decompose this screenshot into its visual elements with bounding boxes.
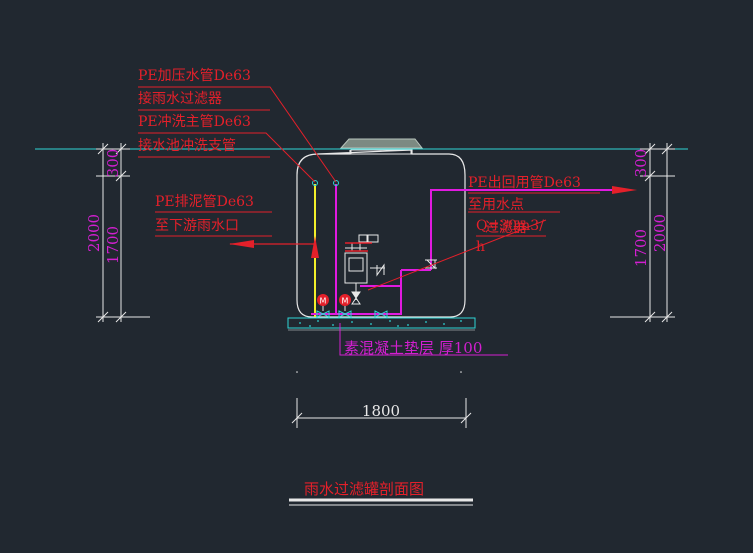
width-dim-1800: 1800 bbox=[362, 402, 400, 420]
pressure-pipe-note: 接雨水过滤器 bbox=[138, 90, 222, 107]
left-dimension-lines bbox=[96, 143, 150, 323]
filter-capacity-a: Q=30m3/ bbox=[476, 218, 544, 234]
mark-dot-2 bbox=[460, 371, 462, 373]
outlet-pipe-label: PE出回用管De63 bbox=[468, 175, 581, 191]
base-leader bbox=[339, 323, 508, 356]
sludge-pipe-top bbox=[312, 180, 318, 186]
right-dimension-lines bbox=[610, 143, 675, 323]
mark-dot-1 bbox=[296, 371, 298, 373]
outlet-pipe-note: 至用水点 bbox=[468, 197, 524, 213]
pressure-pipe-label: PE加压水管De63 bbox=[138, 68, 251, 84]
gate-valve-3 bbox=[374, 310, 388, 318]
manhole-cover bbox=[339, 138, 424, 155]
motor-valve-2: M bbox=[338, 294, 352, 318]
pressure-pipe-top bbox=[333, 180, 339, 186]
concrete-base bbox=[287, 317, 476, 329]
base-label: 素混凝土垫层 厚100 bbox=[344, 339, 482, 357]
tank-outline bbox=[296, 149, 466, 318]
right-dim-2000: 2000 bbox=[651, 214, 669, 252]
width-dimension-lines bbox=[291, 398, 472, 428]
motor-valve-2-letter: M bbox=[342, 297, 349, 306]
check-valve-outlet bbox=[425, 259, 437, 270]
callout-leaders bbox=[138, 86, 600, 291]
left-dim-1700: 1700 bbox=[104, 226, 122, 264]
sludge-upward-arrow bbox=[311, 236, 319, 258]
motor-valve-1-letter: M bbox=[320, 297, 327, 306]
left-dim-300: 300 bbox=[104, 149, 122, 178]
flush-main-label: PE冲洗主管De63 bbox=[138, 114, 251, 130]
filter-red-lines bbox=[345, 242, 372, 252]
filter-capacity-b: 过滤器 bbox=[485, 220, 527, 236]
filter-capacity-c: h bbox=[476, 239, 485, 255]
filter-unit bbox=[344, 234, 385, 305]
flush-main-note: 接水池冲洗支管 bbox=[138, 137, 236, 154]
left-dim-2000: 2000 bbox=[85, 214, 103, 252]
sludge-pipe-label: PE排泥管De63 bbox=[155, 194, 254, 210]
outlet-pipe-magenta bbox=[430, 189, 630, 270]
sludge-pipe-note: 至下游雨水口 bbox=[155, 218, 239, 234]
outlet-arrow bbox=[612, 186, 637, 194]
right-dim-300: 300 bbox=[632, 149, 650, 178]
sludge-left-arrow bbox=[229, 240, 254, 248]
motor-valve-1: M bbox=[316, 294, 330, 318]
right-dim-1700: 1700 bbox=[632, 229, 650, 267]
drawing-title: 雨水过滤罐剖面图 bbox=[304, 480, 424, 498]
